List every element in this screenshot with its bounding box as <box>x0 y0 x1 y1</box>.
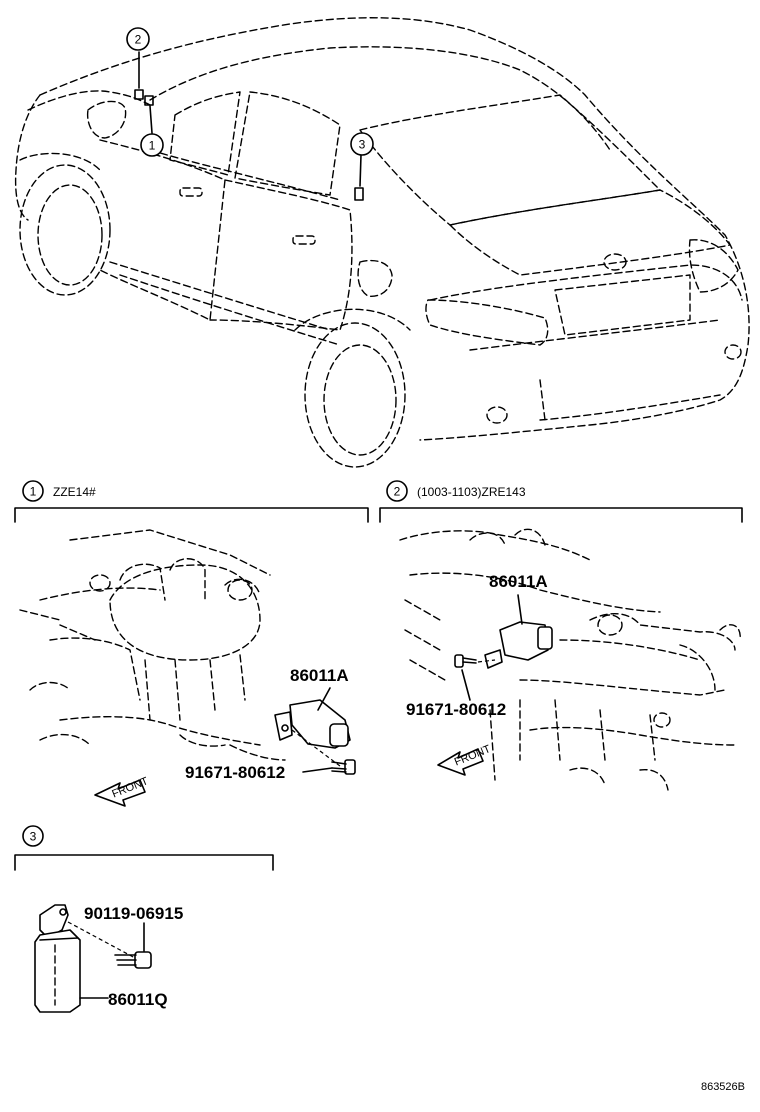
section-3-sensor-label: 86011Q <box>108 990 168 1009</box>
svg-text:3: 3 <box>359 138 366 152</box>
callout-3: 3 <box>350 132 374 156</box>
svg-text:(1003-1103)ZRE143: (1003-1103)ZRE143 <box>417 485 526 499</box>
section-2-header: 2 (1003-1103)ZRE143 <box>379 480 743 523</box>
svg-text:3: 3 <box>30 830 37 844</box>
reference-code: 863526B <box>701 1081 745 1093</box>
section-2-bolt-label: 91671-80612 <box>406 700 506 719</box>
callout-2: 2 <box>126 27 150 51</box>
car-illustration <box>14 17 750 468</box>
section-1-engine-drawing <box>19 529 356 807</box>
svg-text:1: 1 <box>30 485 37 499</box>
section-3-screw-label: 90119-06915 <box>84 904 183 923</box>
section-3-header: 3 <box>14 825 274 871</box>
section-1-header: 1 ZZE14# <box>14 480 369 523</box>
section-2-engine-drawing <box>399 528 741 791</box>
section-3-sensor-drawing <box>34 904 152 1013</box>
section-2-sensor-label: 86011A <box>489 572 548 591</box>
section-1-bolt-label: 91671-80612 <box>185 763 285 782</box>
svg-text:2: 2 <box>394 485 401 499</box>
svg-text:ZZE14#: ZZE14# <box>53 485 96 499</box>
svg-text:1: 1 <box>149 139 156 153</box>
section-1-sensor-label: 86011A <box>290 666 349 685</box>
svg-text:2: 2 <box>135 33 142 47</box>
callout-1: 1 <box>140 133 164 157</box>
